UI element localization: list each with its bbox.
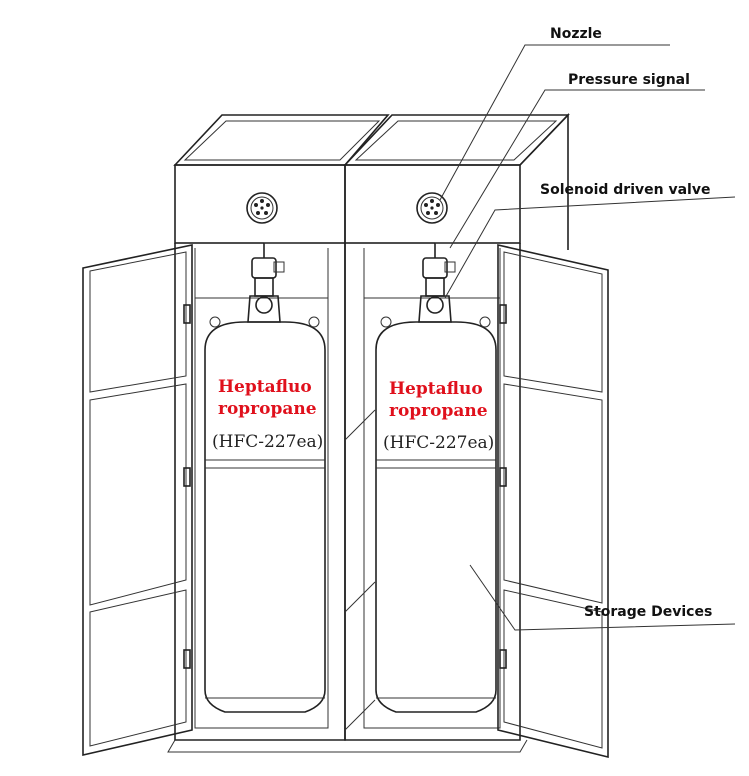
cylinder-right <box>375 316 497 713</box>
valve-assembly-left <box>247 242 300 323</box>
nozzle-icon <box>416 192 448 224</box>
tank-label-name-2: ropropane <box>218 399 317 419</box>
tank-label-name-1: Heptafluo <box>389 379 483 399</box>
leader-lines <box>439 44 736 631</box>
cabinet-right <box>343 113 570 753</box>
tank-label-code: (HFC-227ea) <box>383 433 494 453</box>
callout-nozzle: Nozzle <box>550 26 602 42</box>
valve-assembly-right <box>418 242 470 323</box>
tank-label-name-1: Heptafluo <box>218 377 312 397</box>
callout-storage-devices: Storage Devices <box>584 604 712 620</box>
callout-pressure-signal: Pressure signal <box>568 72 690 88</box>
callout-solenoid-valve: Solenoid driven valve <box>540 182 710 198</box>
tank-label-name-2: ropropane <box>389 401 488 421</box>
nozzle-icon <box>246 192 278 224</box>
door-left <box>82 244 193 757</box>
door-right <box>497 243 609 759</box>
tank-label-code: (HFC-227ea) <box>212 432 323 452</box>
cylinder-left <box>204 316 326 713</box>
